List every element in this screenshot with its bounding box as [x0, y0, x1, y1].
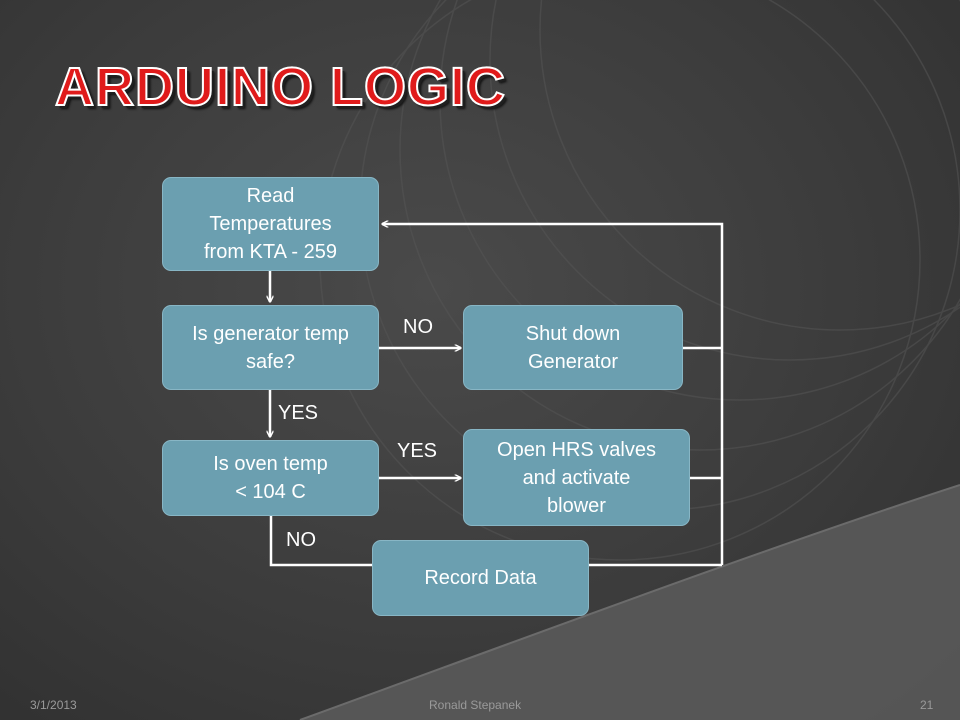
footer-author: Ronald Stepanek: [429, 698, 522, 712]
node-oven-temp-check: Is oven temp < 104 C: [162, 440, 379, 516]
node-text-line: Shut down: [525, 322, 621, 345]
node-text-line: Record Data: [424, 567, 537, 589]
background-corner-swoosh: [300, 485, 960, 720]
node-text-line: Generator: [527, 350, 619, 373]
node-text-line: safe?: [246, 350, 295, 373]
edge-label-oven-yes: YES: [397, 440, 438, 462]
background-ring: [399, 0, 960, 451]
node-generator-temp-check: Is generator temp safe?: [162, 305, 379, 390]
footer-date: 3/1/2013: [30, 698, 77, 712]
background-ring: [489, 0, 960, 361]
connector-loop-back-to-read: [382, 224, 724, 565]
node-text-line: Read: [246, 185, 295, 207]
node-text-line: from KTA - 259: [203, 241, 337, 263]
footer-page-number: 21: [920, 698, 934, 712]
background-ring: [539, 0, 960, 331]
edge-label-generator-yes: YES: [278, 402, 319, 424]
edge-label-generator-no: NO: [403, 316, 433, 338]
node-text-line: Open HRS valves: [497, 438, 656, 461]
connector-oven-no-to-record: [269, 516, 372, 567]
node-text-line: Is generator temp: [192, 322, 349, 345]
node-record-data: Record Data: [372, 540, 589, 616]
node-text-line: and activate: [522, 466, 631, 489]
edge-label-oven-no: NO: [286, 529, 316, 551]
node-open-hrs-valves: Open HRS valves and activate blower: [463, 429, 690, 526]
background-ring: [439, 0, 960, 401]
slide-title: ARDUINO LOGIC: [54, 56, 506, 118]
node-text-line: Temperatures: [209, 213, 332, 235]
node-text-line: blower: [547, 494, 606, 517]
node-text-line: Is oven temp: [213, 453, 328, 475]
background-corner-swoosh-edge: [299, 484, 960, 720]
node-shut-down-generator: Shut down Generator: [463, 305, 683, 390]
node-text-line: < 104 C: [235, 481, 306, 503]
node-read-temperatures: Read Temperatures from KTA - 259: [162, 177, 379, 271]
